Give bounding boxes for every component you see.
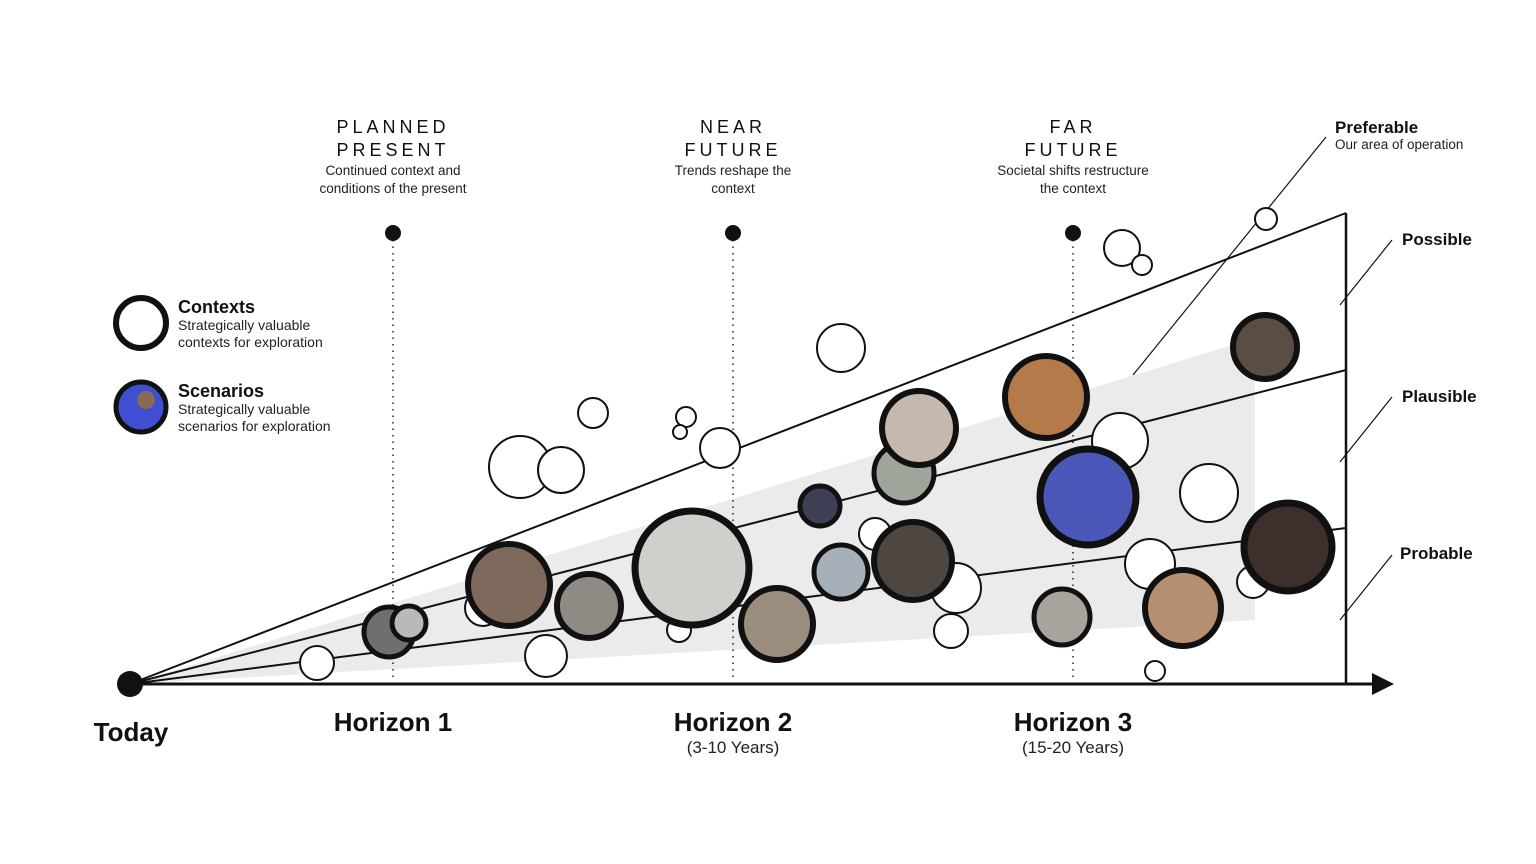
horizon-1-heading-line-2: PRESENT <box>336 140 449 160</box>
legend-contexts-title: Contexts <box>178 297 255 317</box>
horizon-3-description-line-1: Societal shifts restructure <box>997 163 1149 178</box>
preferable-leader-line <box>1132 136 1327 376</box>
legend-scenarios-title: Scenarios <box>178 381 264 401</box>
horizon-2-years: (3-10 Years) <box>687 738 780 757</box>
context-circle <box>933 613 969 649</box>
context-circle <box>537 446 585 494</box>
scenario-circle <box>738 585 816 663</box>
horizon-1-marker <box>385 225 401 241</box>
horizon-2-heading-line-2: FUTURE <box>685 140 782 160</box>
plausible-label: Plausible <box>1402 387 1477 406</box>
legend-contexts-desc-line-2: contexts for exploration <box>178 334 323 350</box>
context-circle <box>675 406 697 428</box>
possible-leader-line <box>1339 239 1393 306</box>
horizon-3-heading-line-2: FUTURE <box>1025 140 1122 160</box>
horizon-2-description-line-2: context <box>711 181 755 196</box>
horizon-3-label: Horizon 3 <box>1014 707 1132 737</box>
preferable-sublabel: Our area of operation <box>1335 137 1463 152</box>
context-circle <box>672 424 688 440</box>
context-circle <box>577 397 609 429</box>
today-marker <box>117 671 143 697</box>
context-circle <box>1254 207 1278 231</box>
scenario-circle <box>465 541 553 629</box>
context-circle <box>1103 229 1141 267</box>
horizon-3-years: (15-20 Years) <box>1022 738 1124 757</box>
legend-contexts-desc-line-1: Strategically valuable <box>178 317 311 333</box>
context-circle <box>816 323 866 373</box>
context-circle <box>699 427 741 469</box>
plausible-boundary-line <box>129 369 1347 685</box>
context-circle <box>1131 254 1153 276</box>
photo-circle-icon-detail <box>137 391 155 409</box>
horizon-2-description-line-1: Trends reshape the <box>675 163 792 178</box>
scenario-circle <box>389 603 429 643</box>
horizon-3-description-line-2: the context <box>1040 181 1106 196</box>
horizon-1-heading-line-1: PLANNED <box>336 117 449 137</box>
context-circle <box>299 645 335 681</box>
context-circle <box>1144 660 1166 682</box>
probable-leader-line <box>1339 554 1393 621</box>
context-circle <box>524 634 568 678</box>
today-label: Today <box>94 717 169 747</box>
scenario-circle <box>1002 353 1090 441</box>
horizon-1-label: Horizon 1 <box>334 707 452 737</box>
scenario-circle <box>879 388 959 468</box>
legend-scenarios-desc-line-1: Strategically valuable <box>178 401 311 417</box>
scenario-circle <box>631 507 753 629</box>
horizon-1-description-line-2: conditions of the present <box>319 181 466 196</box>
horizon-1-description-line-1: Continued context and <box>325 163 460 178</box>
scenario-circle <box>797 483 843 529</box>
scenario-circle <box>1230 312 1300 382</box>
horizon-2-marker <box>725 225 741 241</box>
scenario-circles <box>361 312 1336 663</box>
legend-scenarios-desc-line-2: scenarios for exploration <box>178 418 331 434</box>
scenario-circle <box>1240 499 1336 595</box>
scenario-circle <box>871 519 955 603</box>
horizon-2-label: Horizon 2 <box>674 707 792 737</box>
scenario-circle <box>1036 445 1140 549</box>
horizon-3-heading-line-1: FAR <box>1049 117 1096 137</box>
plausible-leader-line <box>1339 396 1393 463</box>
scenario-circle <box>1142 567 1224 649</box>
scenario-circle <box>1031 586 1093 648</box>
time-axis-arrowhead <box>1372 673 1394 695</box>
horizon-3-marker <box>1065 225 1081 241</box>
possible-label: Possible <box>1402 230 1472 249</box>
scenario-circle <box>554 571 624 641</box>
context-circle <box>1179 463 1239 523</box>
preferable-label: Preferable <box>1335 118 1418 137</box>
horizon-2-heading-line-1: NEAR <box>700 117 766 137</box>
open-circle-icon <box>113 295 169 351</box>
legend: Contexts Strategically valuable contexts… <box>113 295 331 435</box>
scenario-circle <box>811 542 871 602</box>
probable-label: Probable <box>1400 544 1473 563</box>
